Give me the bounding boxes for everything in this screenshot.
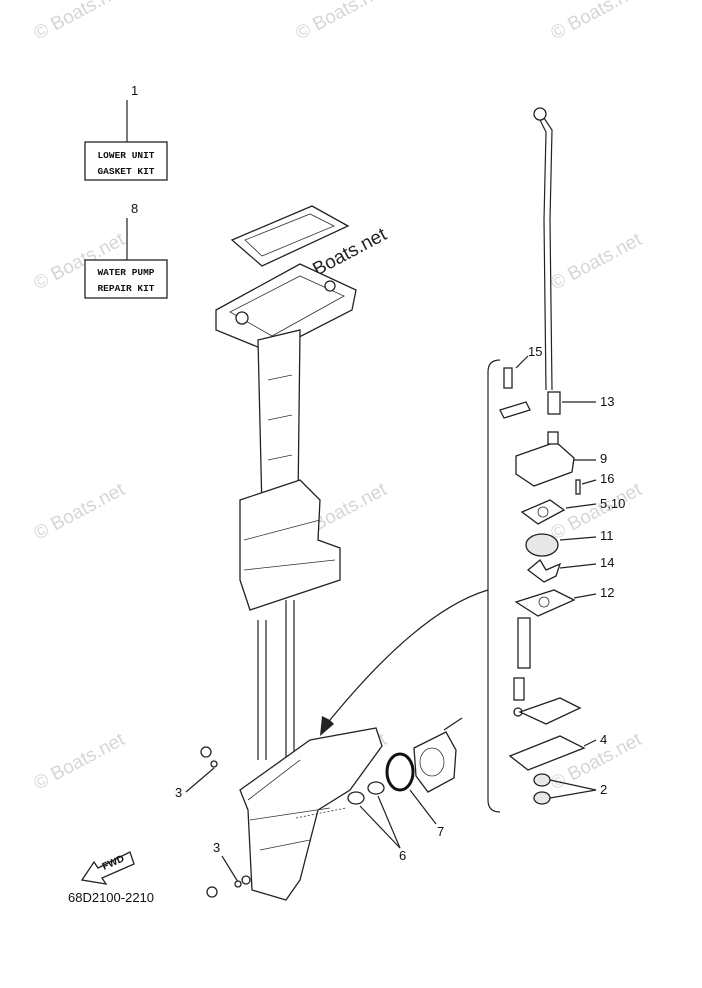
pump-housing bbox=[515, 441, 575, 487]
watermark: © Boats.net bbox=[547, 229, 645, 295]
water-tube[interactable] bbox=[533, 107, 553, 391]
kit-water-pump-repair[interactable]: 8 WATER PUMP REPAIR KIT bbox=[84, 201, 168, 299]
o-ring bbox=[385, 752, 415, 792]
top-gasket bbox=[230, 205, 350, 267]
callout-4: 4 bbox=[600, 732, 607, 747]
callout-1: 1 bbox=[131, 83, 138, 98]
callout-7: 7 bbox=[437, 824, 444, 839]
kit-label-line2: GASKET KIT bbox=[97, 166, 154, 177]
lower-unit-assembly[interactable] bbox=[215, 205, 383, 901]
kit-label-line1: WATER PUMP bbox=[97, 267, 154, 278]
callout-8: 8 bbox=[131, 201, 138, 216]
callout-6: 6 bbox=[399, 848, 406, 863]
kit-label-line1: LOWER UNIT bbox=[97, 150, 154, 161]
diagram-code: 68D2100-2210 bbox=[68, 890, 154, 905]
callout-11: 11 bbox=[600, 528, 614, 543]
callout-3a: 3 bbox=[175, 785, 182, 800]
callout-14: 14 bbox=[600, 555, 614, 570]
callout-5-10: 5,10 bbox=[600, 496, 625, 511]
kit-label-line2: REPAIR KIT bbox=[97, 283, 154, 294]
upper-casing-top bbox=[215, 263, 357, 353]
left-small-parts[interactable]: 3 3 bbox=[175, 746, 242, 898]
watermark: © Boats.net bbox=[30, 479, 128, 545]
callout-9: 9 bbox=[600, 451, 607, 466]
callout-13: 13 bbox=[600, 394, 614, 409]
impeller-cartridge bbox=[525, 533, 559, 557]
outer-plate bbox=[514, 589, 576, 617]
callout-3b: 3 bbox=[213, 840, 220, 855]
bolt-head bbox=[200, 746, 212, 758]
impeller bbox=[526, 559, 562, 583]
callout-2: 2 bbox=[600, 782, 607, 797]
arrow-head bbox=[320, 716, 334, 736]
seals-and-oring[interactable]: 6 7 bbox=[347, 717, 463, 863]
exhaust-housing bbox=[239, 479, 341, 611]
water-pump-exploded[interactable]: 15 13 9 16 5,10 11 14 12 bbox=[320, 344, 625, 813]
lower-gasket bbox=[508, 735, 586, 771]
callout-16: 16 bbox=[600, 471, 614, 486]
watermark: © Boats.net bbox=[292, 0, 390, 44]
watermark: © Boats.net bbox=[30, 0, 128, 44]
watermark: © Boats.net bbox=[30, 729, 128, 795]
callout-12: 12 bbox=[600, 585, 614, 600]
kit-lower-unit-gasket[interactable]: 1 LOWER UNIT GASKET KIT bbox=[84, 83, 168, 181]
watermark: © Boats.net bbox=[547, 0, 645, 44]
fwd-arrow-icon: FWD bbox=[80, 851, 135, 885]
gearcase bbox=[239, 727, 383, 901]
callout-15: 15 bbox=[528, 344, 542, 359]
bearing-housing bbox=[413, 731, 457, 793]
